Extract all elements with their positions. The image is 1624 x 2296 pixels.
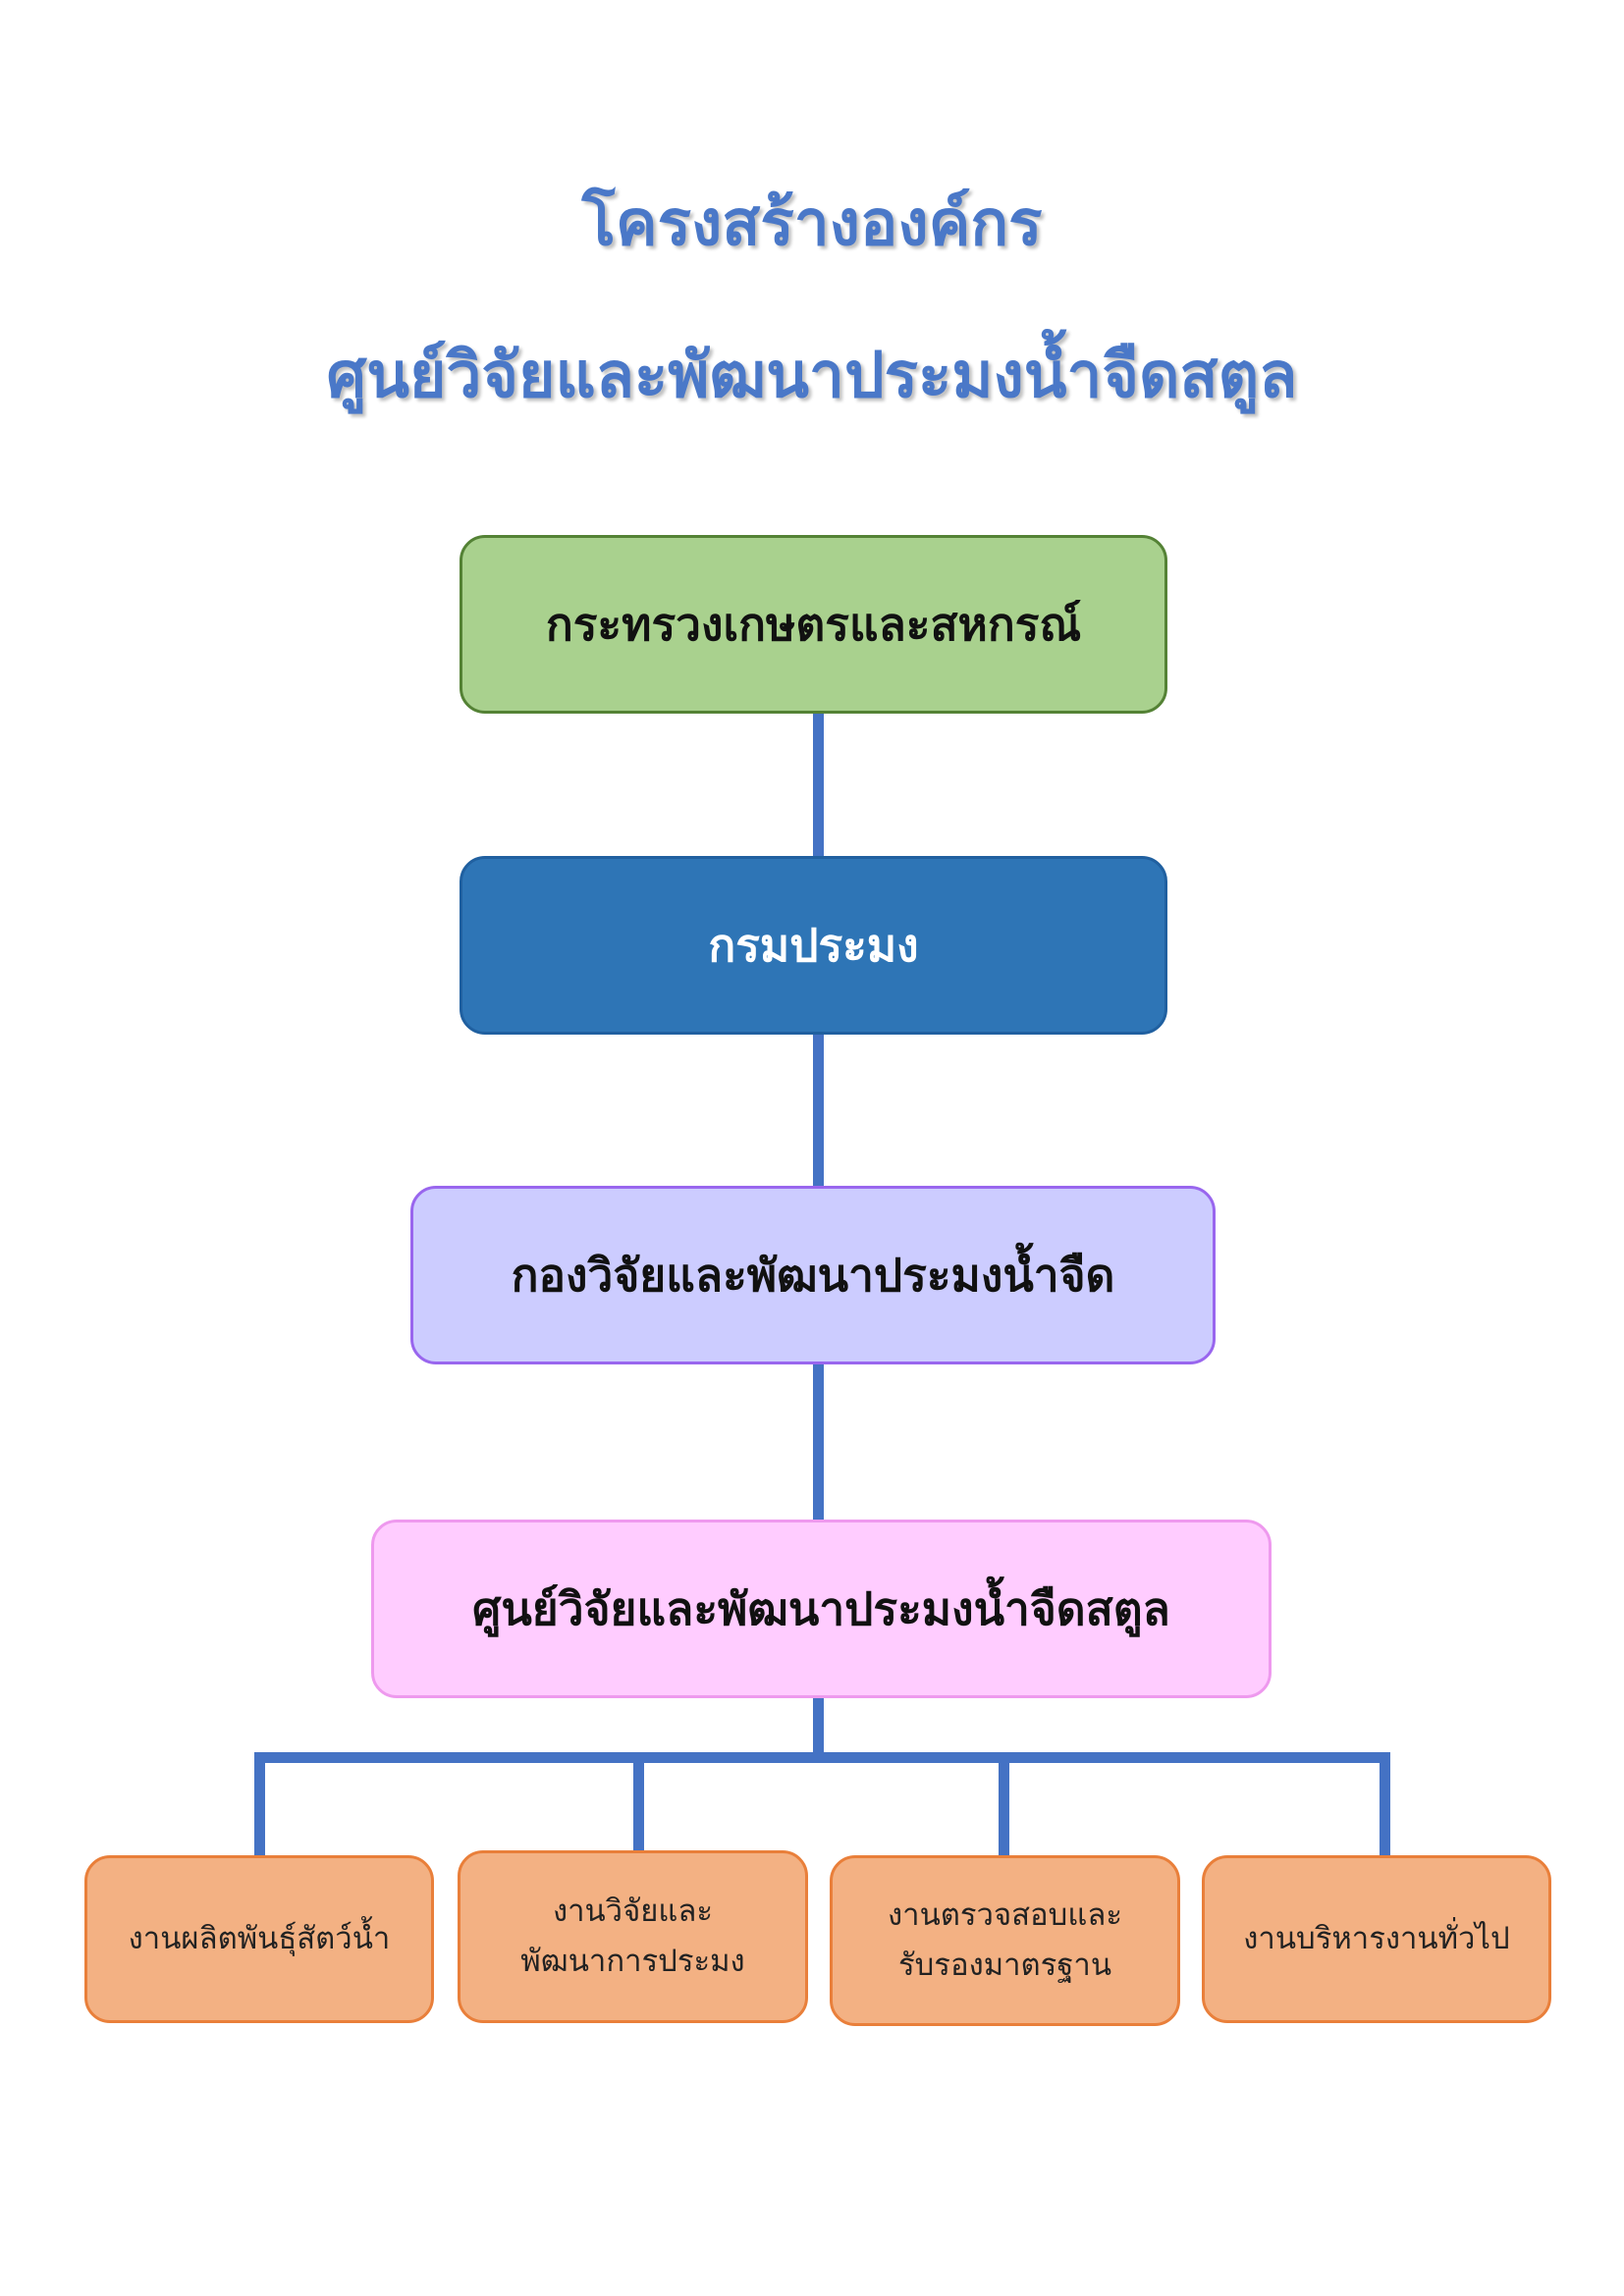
connector-unit-4 bbox=[1380, 1752, 1390, 1857]
connector-unit-2 bbox=[633, 1752, 644, 1850]
org-box-ministry-label: กระทรวงเกษตรและสหกรณ์ bbox=[545, 597, 1082, 651]
org-unit-admin: งานบริหารงานทั่วไป bbox=[1202, 1855, 1551, 2023]
org-unit-inspection: งานตรวจสอบและ รับรองมาตรฐาน bbox=[830, 1855, 1180, 2026]
org-box-department-label: กรมประมง bbox=[708, 918, 919, 972]
org-unit-research: งานวิจัยและ พัฒนาการประมง bbox=[458, 1850, 808, 2023]
org-unit-inspection-label-2: รับรองมาตรฐาน bbox=[897, 1948, 1112, 1983]
org-box-division: กองวิจัยและพัฒนาประมงน้ำจืด bbox=[410, 1186, 1216, 1364]
org-box-center: ศูนย์วิจัยและพัฒนาประมงน้ำจืดสตูล bbox=[371, 1520, 1272, 1698]
connector-unit-1 bbox=[254, 1752, 265, 1857]
page-subtitle: ศูนย์วิจัยและพัฒนาประมงน้ำจืดสตูล bbox=[326, 340, 1298, 412]
page-title: โครงสร้างองค์กร bbox=[581, 187, 1043, 260]
org-box-department: กรมประมง bbox=[460, 856, 1167, 1035]
connector-1-2 bbox=[813, 712, 824, 857]
connector-3-4 bbox=[813, 1362, 824, 1521]
org-unit-breeding: งานผลิตพันธุ์สัตว์น้ำ bbox=[84, 1855, 434, 2023]
connector-2-3 bbox=[813, 1033, 824, 1187]
org-box-center-label: ศูนย์วิจัยและพัฒนาประมงน้ำจืดสตูล bbox=[472, 1581, 1170, 1635]
org-unit-research-label-2: พัฒนาการประมง bbox=[520, 1944, 745, 1979]
org-box-ministry: กระทรวงเกษตรและสหกรณ์ bbox=[460, 535, 1167, 714]
org-box-division-label: กองวิจัยและพัฒนาประมงน้ำจืด bbox=[511, 1248, 1115, 1302]
org-unit-inspection-label-1: งานตรวจสอบและ bbox=[888, 1896, 1122, 1933]
connector-unit-3 bbox=[999, 1752, 1009, 1857]
org-unit-admin-label: งานบริหารงานทั่วไป bbox=[1243, 1920, 1510, 1956]
connector-4-bus bbox=[813, 1696, 824, 1762]
org-unit-breeding-label: งานผลิตพันธุ์สัตว์น้ำ bbox=[128, 1920, 391, 1956]
connector-bus bbox=[254, 1752, 1390, 1763]
org-unit-research-label-1: งานวิจัยและ bbox=[552, 1893, 714, 1929]
